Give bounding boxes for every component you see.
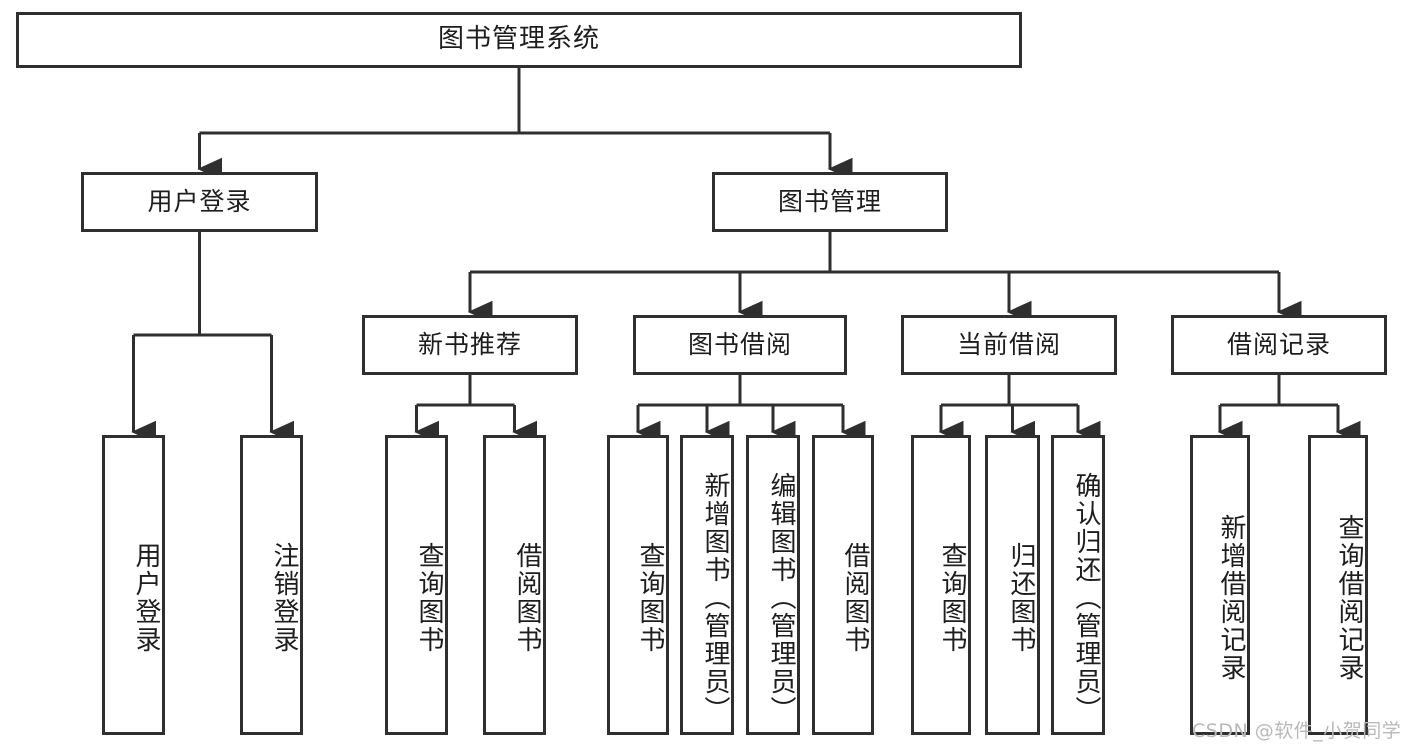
node-label: 借阅图书: [840, 542, 870, 654]
node-level2-1: 图书管理: [712, 172, 948, 232]
node-label: 借阅图书: [512, 542, 542, 654]
node-label: 图书管理: [777, 187, 882, 216]
node-leaf-6: 编辑图书（管理员）: [746, 435, 800, 735]
node-level2-0: 用户登录: [81, 172, 318, 232]
node-leaf-4: 查询图书: [607, 435, 669, 735]
node-label: 用户登录: [131, 542, 161, 654]
node-leaf-3: 借阅图书: [483, 435, 546, 735]
node-label: 归还图书: [1006, 542, 1036, 654]
node-leaf-8: 查询图书: [911, 435, 971, 735]
node-leaf-2: 查询图书: [385, 435, 448, 735]
node-leaf-1: 注销登录: [240, 435, 303, 735]
node-label: 新增图书（管理员）: [700, 472, 730, 724]
node-level3-3: 借阅记录: [1171, 315, 1387, 375]
node-label: 查询图书: [937, 542, 967, 654]
node-label: 借阅记录: [1226, 330, 1331, 359]
node-label: 编辑图书（管理员）: [766, 472, 796, 724]
node-leaf-5: 新增图书（管理员）: [680, 435, 734, 735]
node-leaf-12: 查询借阅记录: [1308, 435, 1368, 735]
node-label: 新书推荐: [417, 330, 522, 359]
csdn-watermark: CSDN @软件_小贺同学: [1192, 720, 1402, 742]
node-leaf-0: 用户登录: [102, 435, 165, 735]
node-root-system: 图书管理系统: [16, 12, 1022, 68]
node-leaf-11: 新增借阅记录: [1190, 435, 1250, 735]
node-leaf-7: 借阅图书: [812, 435, 874, 735]
node-leaf-9: 归还图书: [985, 435, 1040, 735]
node-label: 新增借阅记录: [1216, 514, 1246, 682]
node-label: 注销登录: [269, 542, 299, 654]
node-label: 查询图书: [414, 542, 444, 654]
node-label: 当前借阅: [956, 330, 1061, 359]
node-label: 图书管理系统: [437, 24, 600, 55]
node-label: 图书借阅: [687, 330, 792, 359]
node-label: 查询图书: [635, 542, 665, 654]
node-label: 确认归还（管理员）: [1071, 472, 1101, 724]
node-label: 查询借阅记录: [1334, 514, 1364, 682]
node-label: 用户登录: [147, 187, 252, 216]
node-level3-2: 当前借阅: [901, 315, 1117, 375]
node-level3-0: 新书推荐: [362, 315, 578, 375]
node-leaf-10: 确认归还（管理员）: [1051, 435, 1105, 735]
node-level3-1: 图书借阅: [633, 315, 847, 375]
